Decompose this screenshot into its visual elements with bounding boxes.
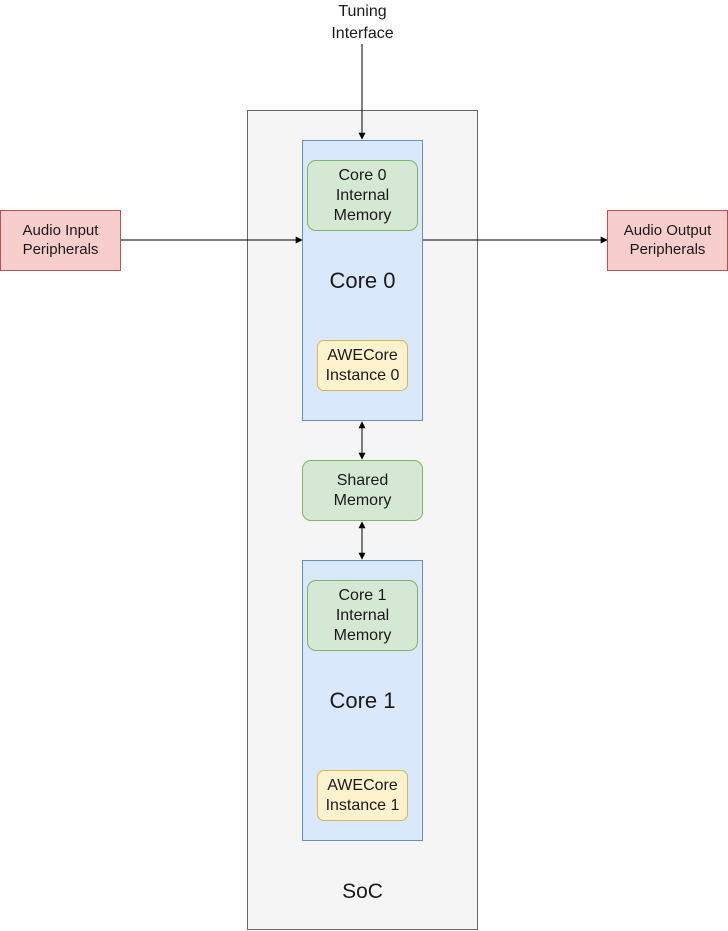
core-0-label: Core 0 xyxy=(329,267,396,293)
core-0-internal-memory: Core 0 Internal Memory xyxy=(307,160,418,231)
audio-input-label: Audio Input Peripherals xyxy=(22,221,99,258)
awecore-instance-1: AWECore Instance 1 xyxy=(317,770,408,821)
shared-memory-label: Shared Memory xyxy=(333,471,392,509)
awecore-1-label: AWECore Instance 1 xyxy=(325,776,400,814)
audio-output-label: Audio Output Peripherals xyxy=(623,221,712,258)
core-1-label: Core 1 xyxy=(329,687,396,713)
audio-input-peripherals: Audio Input Peripherals xyxy=(0,210,121,271)
core-1-internal-memory: Core 1 Internal Memory xyxy=(307,580,418,651)
soc-label: SoC xyxy=(342,879,383,903)
shared-memory: Shared Memory xyxy=(302,460,423,521)
tuning-interface-label: Tuning Interface xyxy=(331,3,394,42)
awecore-0-label: AWECore Instance 0 xyxy=(325,346,400,384)
core-1-memory-label: Core 1 Internal Memory xyxy=(333,586,392,644)
audio-output-peripherals: Audio Output Peripherals xyxy=(607,210,728,271)
core-0-memory-label: Core 0 Internal Memory xyxy=(333,166,392,224)
awecore-instance-0: AWECore Instance 0 xyxy=(317,340,408,391)
